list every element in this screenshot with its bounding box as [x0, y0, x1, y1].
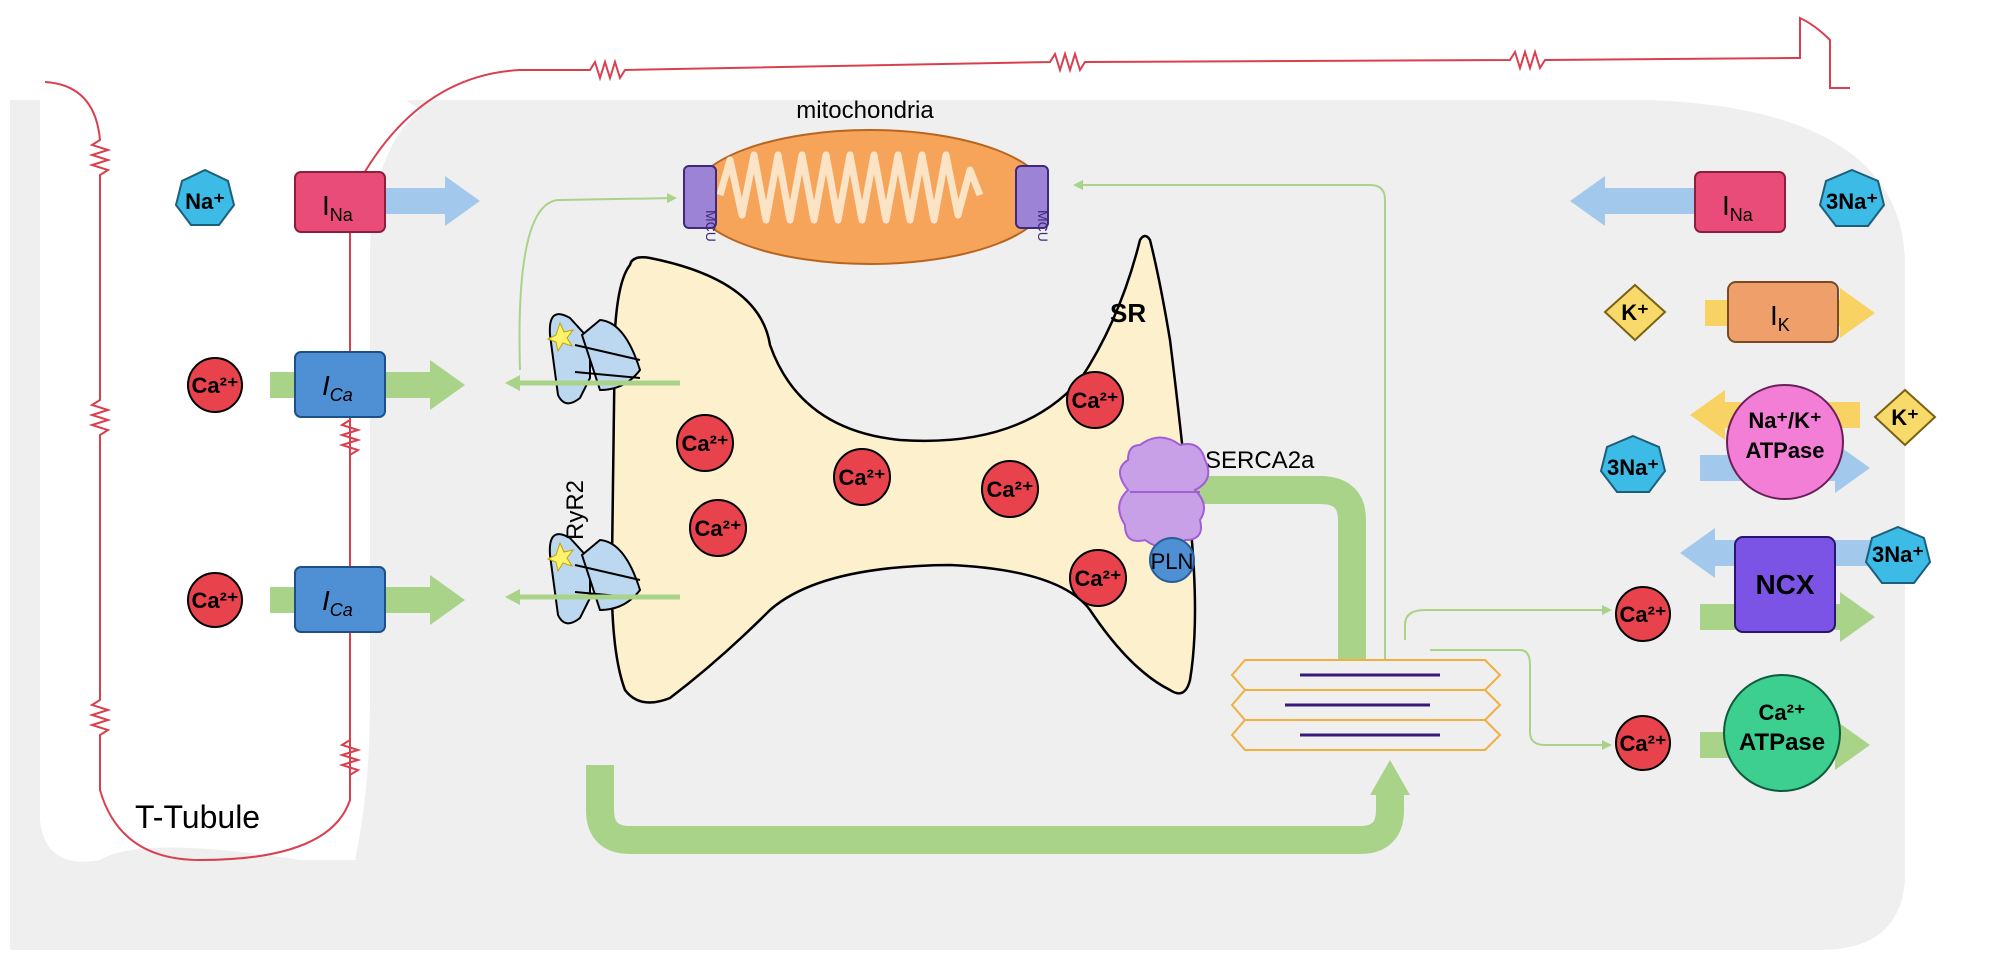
svg-text:IK: IK	[1770, 300, 1790, 335]
svg-text:K⁺: K⁺	[1621, 300, 1649, 325]
svg-text:Ca²⁺: Ca²⁺	[986, 477, 1033, 502]
svg-text:3Na⁺: 3Na⁺	[1607, 455, 1659, 480]
k-ion-upper	[1603, 283, 1667, 342]
myofilaments	[1230, 659, 1502, 751]
ina-channel-right	[1694, 171, 1786, 233]
ik-channel	[1727, 281, 1839, 343]
membrane-t-tubule	[44, 81, 362, 862]
svg-text:3Na⁺: 3Na⁺	[1872, 542, 1924, 567]
three-na-ion-3	[1864, 525, 1932, 584]
svg-text:Ca²⁺: Ca²⁺	[681, 431, 728, 456]
pln-label: PLN	[1151, 549, 1194, 574]
ica-channel-lower	[294, 566, 386, 633]
signal-ryr-to-mito	[518, 193, 677, 371]
svg-text:ATPase: ATPase	[1739, 729, 1825, 756]
ca-recycling-arrowhead	[1370, 760, 1410, 795]
three-na-ion-2	[1599, 434, 1667, 493]
ryr2-channel-lower	[546, 533, 642, 625]
membrane-top	[359, 16, 1850, 181]
ca-serca-arrow	[1150, 476, 1366, 660]
signal-to-caatpase	[1430, 649, 1612, 750]
ca-ion-ncx	[1615, 586, 1671, 642]
mitochondria-label: mitochondria	[796, 97, 934, 124]
ncx-exchanger	[1734, 536, 1836, 633]
svg-text:Ca²⁺: Ca²⁺	[191, 373, 238, 398]
serca-label: SERCA2a	[1205, 447, 1315, 474]
mcu-right	[1015, 165, 1049, 229]
svg-text:3Na⁺: 3Na⁺	[1826, 189, 1878, 214]
sr-calcium-ions: Ca²⁺ Ca²⁺ Ca²⁺ Ca²⁺ Ca²⁺ Ca²⁺	[676, 371, 1127, 607]
na-k-atpase	[1726, 384, 1844, 500]
svg-text:Ca²⁺: Ca²⁺	[1071, 388, 1118, 413]
signal-to-ncx	[1404, 605, 1612, 640]
svg-text:ATPase: ATPase	[1745, 438, 1824, 463]
svg-text:MCU: MCU	[1035, 210, 1051, 242]
t-tubule-lumen	[40, 80, 420, 862]
svg-text:Ca²⁺: Ca²⁺	[1074, 566, 1121, 591]
svg-text:Ca²⁺: Ca²⁺	[694, 516, 741, 541]
svg-text:Ca²⁺: Ca²⁺	[1758, 700, 1805, 725]
three-na-ion-1	[1818, 168, 1886, 227]
svg-text:MCU: MCU	[703, 210, 719, 242]
svg-text:Ca²⁺: Ca²⁺	[1619, 731, 1666, 756]
ca-ion-caatpase	[1615, 715, 1671, 771]
mcu-left	[683, 165, 717, 229]
arrow-ina-left	[380, 188, 450, 214]
ryr2-label: RyR2	[562, 480, 589, 540]
svg-text:Ca²⁺: Ca²⁺	[191, 588, 238, 613]
svg-text:Ca²⁺: Ca²⁺	[838, 465, 885, 490]
ca-atpase	[1723, 674, 1841, 792]
svg-text:INa: INa	[1722, 190, 1754, 225]
signal-myofil-to-mito	[1073, 180, 1386, 660]
svg-text:Ca²⁺: Ca²⁺	[1619, 602, 1666, 627]
mitochondrion: MCU MCU	[683, 129, 1051, 265]
ina-channel-left	[294, 171, 386, 233]
svg-text:INa: INa	[322, 190, 354, 225]
svg-text:K⁺: K⁺	[1891, 405, 1919, 430]
ica-channel-upper	[294, 351, 386, 418]
ca-ion-left-lower	[187, 572, 243, 628]
k-ion-lower	[1873, 388, 1937, 447]
na-ion-left-label: Na⁺	[185, 189, 225, 214]
svg-text:ICa: ICa	[322, 585, 353, 620]
t-tubule-label: T-Tubule	[135, 799, 260, 835]
svg-text:Na⁺/K⁺: Na⁺/K⁺	[1748, 408, 1821, 433]
ca-recycling-arrow-bottom	[586, 765, 1404, 854]
pln-protein	[1149, 537, 1195, 583]
na-ion-left	[174, 168, 236, 226]
svg-text:NCX: NCX	[1755, 569, 1814, 600]
sr-label: SR	[1110, 298, 1146, 328]
svg-text:ICa: ICa	[322, 370, 353, 405]
ca-ion-left-upper	[187, 357, 243, 413]
